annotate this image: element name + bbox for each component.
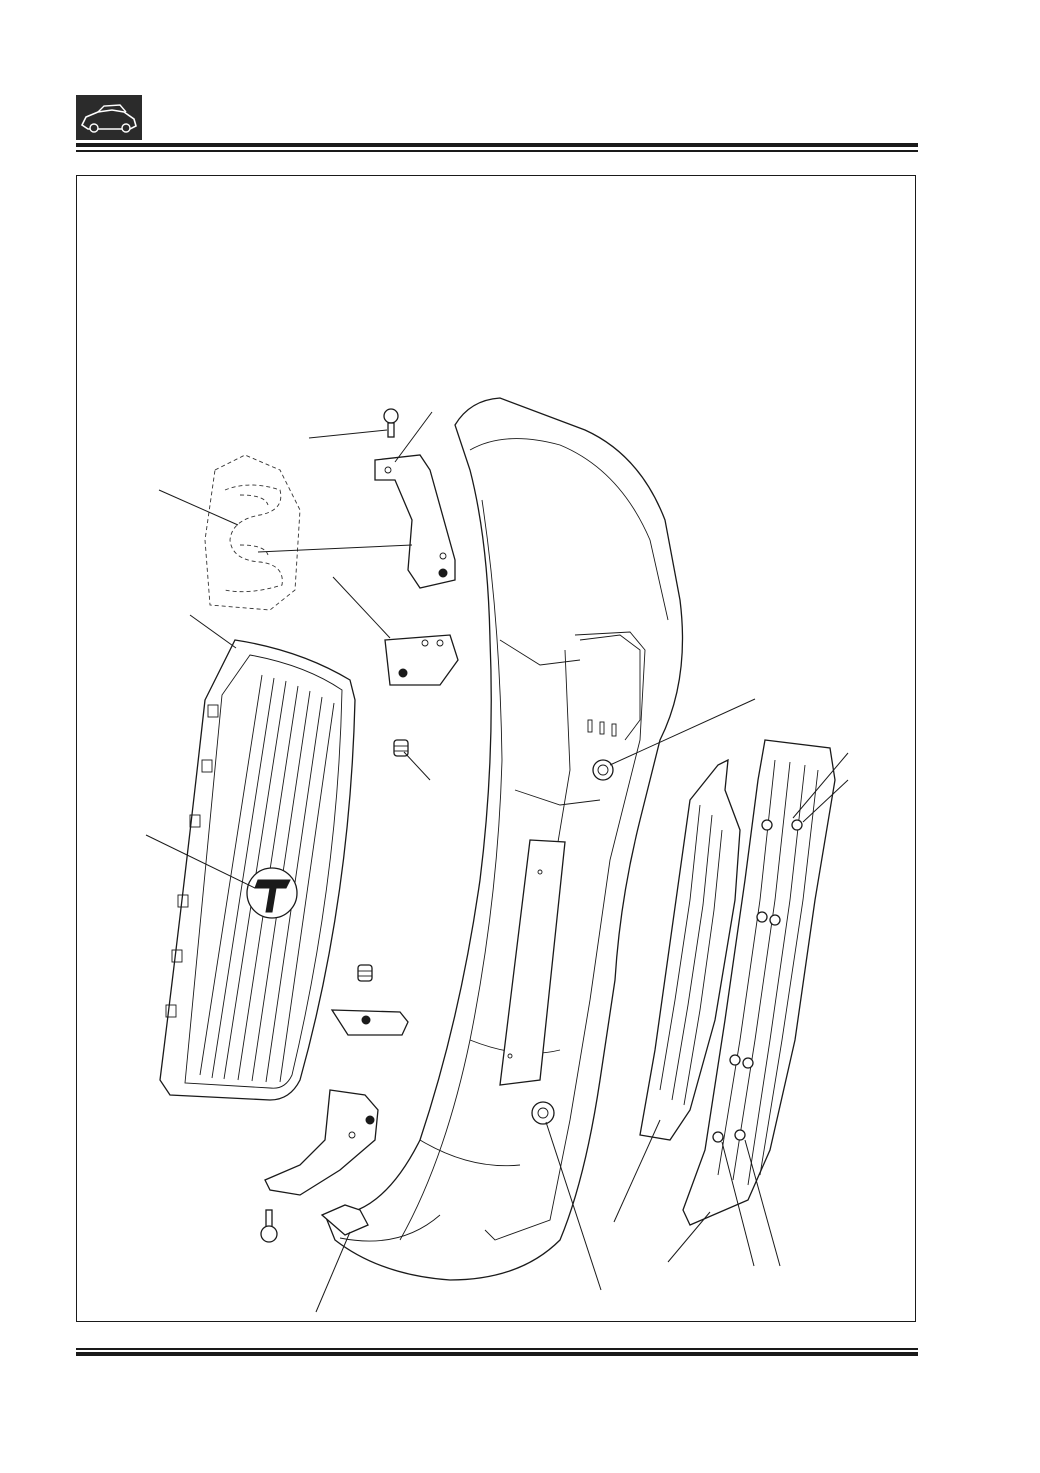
lower-support-bracket bbox=[330, 1009, 409, 1036]
corner-bracket bbox=[320, 1204, 369, 1236]
lower-grille-insert bbox=[639, 758, 741, 1141]
lower-push-pin bbox=[260, 1209, 278, 1243]
center-support-bracket bbox=[384, 634, 459, 686]
rubber-grommet-lower bbox=[357, 964, 373, 982]
car-icon bbox=[76, 95, 142, 140]
upper-mounting-bracket bbox=[374, 454, 456, 589]
header-rule-thick bbox=[76, 143, 918, 147]
header-rule-thin bbox=[76, 150, 918, 152]
diagram-frame bbox=[76, 175, 916, 1322]
insulation-pad-dashed bbox=[204, 454, 301, 611]
bumper-cover bbox=[324, 397, 684, 1281]
leader-lines bbox=[145, 411, 849, 1313]
footer-rule-thin bbox=[76, 1348, 918, 1350]
upper-push-pin bbox=[383, 408, 399, 438]
lower-valance bbox=[682, 739, 836, 1226]
footer-rule-thick bbox=[76, 1352, 918, 1356]
lower-side-bracket bbox=[264, 1089, 379, 1196]
radiator-grille bbox=[159, 639, 356, 1101]
